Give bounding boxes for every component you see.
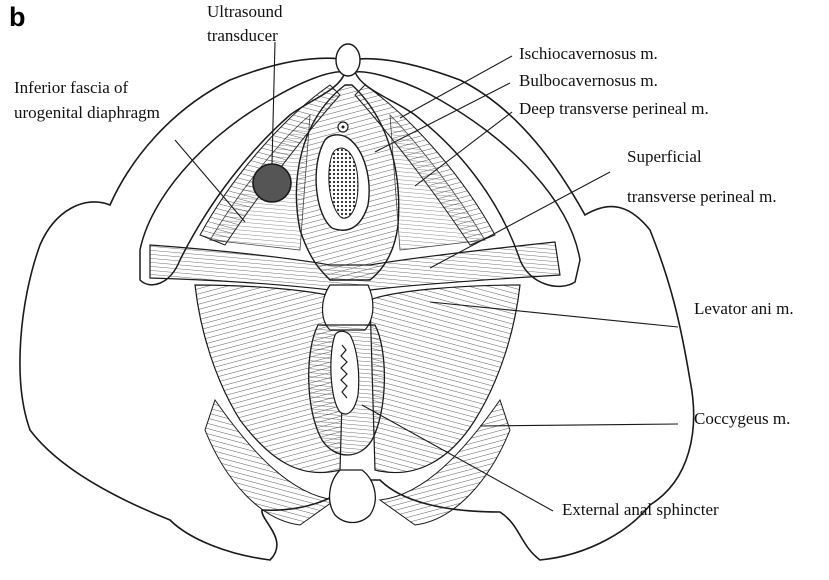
label-inferior-fascia-line2: urogenital diaphragm xyxy=(14,102,160,124)
label-superficial-line2: transverse perineal m. xyxy=(627,186,777,208)
label-ultrasound-line1: Ultrasound xyxy=(207,1,283,23)
pubic-symphysis xyxy=(336,44,360,76)
leader-coccygeus xyxy=(480,424,678,426)
coccyx xyxy=(330,470,376,523)
label-bulbocavernosus: Bulbocavernosus m. xyxy=(519,70,658,92)
label-levator-ani: Levator ani m. xyxy=(694,298,794,320)
label-inferior-fascia-line1: Inferior fascia of xyxy=(14,77,128,99)
label-deep-transverse: Deep transverse perineal m. xyxy=(519,98,709,120)
ultrasound-transducer xyxy=(253,164,291,202)
perineal-body xyxy=(323,285,373,330)
urethral-meatus-center xyxy=(342,126,345,129)
label-coccygeus: Coccygeus m. xyxy=(694,408,790,430)
label-external-anal-sphincter: External anal sphincter xyxy=(562,499,719,521)
label-ischiocavernosus: Ischiocavernosus m. xyxy=(519,43,658,65)
label-ultrasound-line2: transducer xyxy=(207,25,278,47)
label-superficial-line1: Superficial xyxy=(627,146,702,168)
